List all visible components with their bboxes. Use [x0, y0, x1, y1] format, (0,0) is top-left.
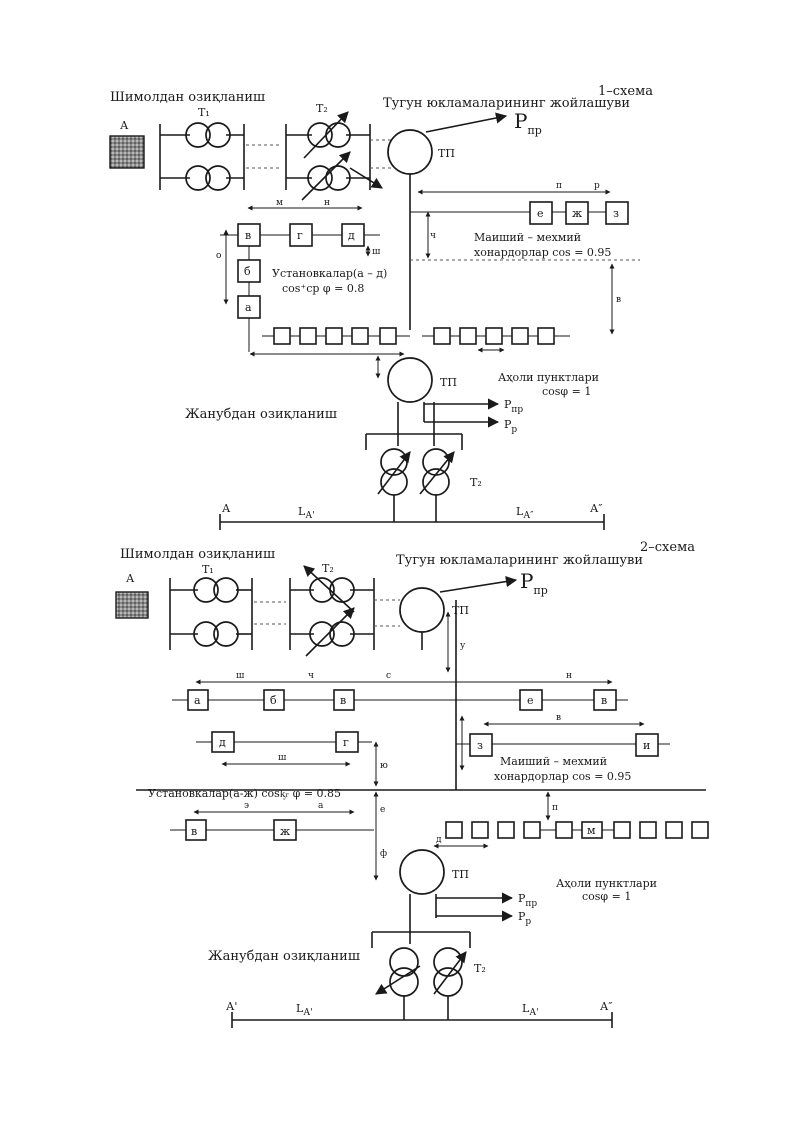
box-z: з — [613, 207, 619, 220]
domestic-label-2: Маиший – мехмий — [500, 755, 607, 768]
domestic-label: Маиший – мехмий — [474, 231, 581, 244]
box-v2-2: в — [601, 694, 607, 707]
nodal-loads-label-2: Тугун юкламаларининг жойлашуви — [396, 553, 643, 568]
dim-o: о — [216, 251, 221, 261]
line-a-label: А — [222, 502, 231, 515]
dim-p: п — [556, 181, 562, 191]
installations-label-2: Установкалар(а-ж) cosᶄᵣ φ = 0.85 — [148, 787, 341, 800]
box-zh-2: ж — [280, 825, 290, 838]
p-pr-label-2: Pпр — [520, 569, 548, 597]
domestic-cos: хонардорлар cos = 0.95 — [474, 246, 611, 259]
p-pr2-label: Pпр — [504, 398, 523, 415]
dim-a-2: а — [318, 801, 324, 811]
dim-sh2-2: ш — [278, 753, 287, 763]
box-ve-2: в — [191, 825, 197, 838]
l-left-label: LА' — [298, 505, 315, 521]
box-m-2: м — [587, 824, 596, 837]
line-a-label-2: А' — [226, 1000, 237, 1013]
p-pr-label: Pпр — [514, 109, 542, 137]
box-e-2: е — [527, 694, 534, 707]
scheme-2-title: 2–схема — [640, 540, 695, 555]
dim-y-2: у — [460, 641, 466, 651]
scheme-1: 1–схема Шимолдан озиқланиш Тугун юкламал… — [109, 84, 653, 530]
dim-i-2: п — [552, 803, 558, 813]
box-g-2: г — [343, 736, 349, 749]
dim-ch-2: ч — [308, 671, 314, 681]
settlement-row-2 — [433, 821, 709, 849]
south-supply-label-2: Жанубдан озиқланиш — [208, 949, 360, 964]
box-b-2: б — [270, 694, 277, 707]
p-pr2-label-2: Pпр — [518, 892, 537, 909]
box-d-2: д — [219, 736, 226, 749]
t1-label-2: T₁ — [202, 563, 214, 576]
south-supply-label: Жанубдан озиқланиш — [185, 407, 337, 422]
domestic-cos-2: хонардорлар cos = 0.95 — [494, 770, 631, 783]
settlement-row-1 — [262, 327, 570, 353]
dim-c-2: с — [386, 671, 391, 681]
dim-s-2: е — [380, 805, 385, 815]
dim-v-2: в — [556, 713, 561, 723]
dim-ch: ч — [430, 231, 436, 241]
p-r-label: Pр — [504, 418, 517, 435]
dim-sh: ш — [372, 247, 381, 257]
t2b-label: T₂ — [470, 476, 482, 489]
dim-yu-2: ю — [380, 761, 388, 771]
box-d: д — [348, 229, 355, 242]
settlements-label-2: Аҳоли пунктлари — [556, 877, 657, 890]
dim-n: н — [324, 198, 330, 208]
t2-label-2: T₂ — [322, 562, 334, 575]
l-right-label-2: LА' — [522, 1002, 539, 1018]
l-right-label: LА″ — [516, 505, 534, 521]
tp-lower-label-2: ТП — [452, 868, 469, 881]
scheme-2: 2–схема Шимолдан озиқланиш Тугун юкламал… — [115, 540, 709, 1028]
source-block — [109, 135, 145, 169]
t2b-label-2: T₂ — [474, 962, 486, 975]
source-label: А — [120, 119, 129, 132]
tp-lower-label: ТП — [440, 376, 457, 389]
scheme-1-title: 1–схема — [598, 84, 653, 99]
dim-dd-2: д — [436, 835, 442, 845]
dim-f-2: ф — [380, 849, 387, 859]
north-supply-label-2: Шимолдан озиқланиш — [120, 547, 275, 562]
p-r-label-2: Pр — [518, 910, 531, 927]
dim-m: м — [276, 198, 283, 208]
dim-n-2: н — [566, 671, 572, 681]
box-a: а — [245, 301, 252, 314]
source-block-2 — [115, 591, 149, 619]
t2-label: T₂ — [316, 102, 328, 115]
box-e: е — [537, 207, 544, 220]
tp-label: ТП — [438, 147, 455, 160]
installations-cos: cos⁺ср φ = 0.8 — [282, 282, 364, 295]
box-z-2: з — [477, 739, 483, 752]
box-v: в — [245, 229, 251, 242]
settlements-cos: cosφ = 1 — [542, 385, 591, 398]
dim-eh-2: э — [244, 801, 249, 811]
source-label-2: А — [126, 572, 135, 585]
l-left-label-2: LА' — [296, 1002, 313, 1018]
line-a2-label: А″ — [590, 502, 602, 515]
box-g: г — [297, 229, 303, 242]
t1-label: T₁ — [198, 106, 210, 119]
installations-label: Установкалар(а – д) — [272, 267, 387, 280]
box-b: б — [244, 265, 251, 278]
settlements-label: Аҳоли пунктлари — [498, 371, 599, 384]
box-zh: ж — [572, 207, 582, 220]
line-a2-label-2: А″ — [600, 1000, 612, 1013]
nodal-loads-label: Тугун юкламаларининг жойлашуви — [383, 96, 630, 111]
box-v-2: в — [340, 694, 346, 707]
dim-b: в — [616, 295, 621, 305]
north-supply-label: Шимолдан озиқланиш — [110, 90, 265, 105]
tp-label-2: ТП — [452, 604, 469, 617]
dim-sh-2: ш — [236, 671, 245, 681]
box-i-2: и — [643, 739, 650, 752]
box-a-2: а — [194, 694, 201, 707]
dim-r: р — [594, 181, 600, 191]
settlements-cos-2: cosφ = 1 — [582, 890, 631, 903]
